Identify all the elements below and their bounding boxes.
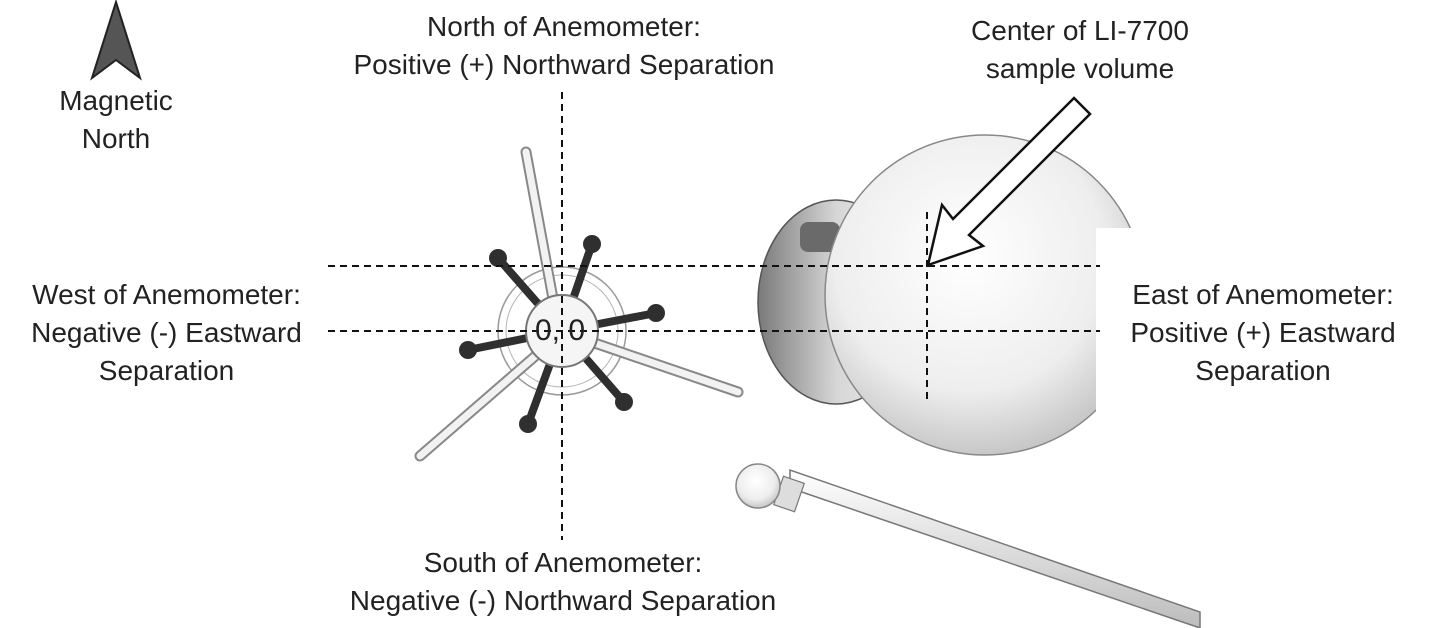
east-label-line3: Separation [1195, 355, 1331, 386]
east-label: East of Anemometer: Positive (+) Eastwar… [1103, 276, 1423, 390]
north-arrow-icon [90, 0, 142, 81]
compass-label-line1: Magnetic [59, 85, 173, 116]
sample-volume-label-line1: Center of LI-7700 [971, 15, 1189, 46]
sample-volume-label-line2: sample volume [985, 53, 1175, 84]
compass-label-line2: North [81, 123, 151, 154]
north-label: North of Anemometer: Positive (+) Northw… [314, 8, 814, 84]
south-label: South of Anemometer: Negative (-) Northw… [308, 544, 818, 620]
east-label-line1: East of Anemometer: [1132, 279, 1394, 310]
north-label-line1: North of Anemometer: [427, 11, 701, 42]
south-label-line2: Negative (-) Northward Separation [349, 585, 777, 616]
east-label-line2: Positive (+) Eastward [1130, 317, 1396, 348]
west-label-line1: West of Anemometer: [32, 279, 301, 310]
west-label: West of Anemometer: Negative (-) Eastwar… [0, 276, 333, 390]
reference-lines [328, 92, 1100, 540]
support-rod [735, 463, 1201, 628]
west-label-line2: Negative (-) Eastward [31, 317, 302, 348]
pointer-arrow-icon [926, 96, 1092, 267]
south-label-line1: South of Anemometer: [423, 547, 703, 578]
origin-label: 0, 0 [534, 314, 586, 347]
north-label-line2: Positive (+) Northward Separation [353, 49, 775, 80]
compass-label: Magnetic North [36, 82, 196, 158]
sample-volume-label: Center of LI-7700 sample volume [920, 12, 1240, 88]
sonic-anemometer [414, 146, 744, 462]
li-7700-instrument [757, 134, 1156, 456]
west-label-line3: Separation [98, 355, 235, 386]
